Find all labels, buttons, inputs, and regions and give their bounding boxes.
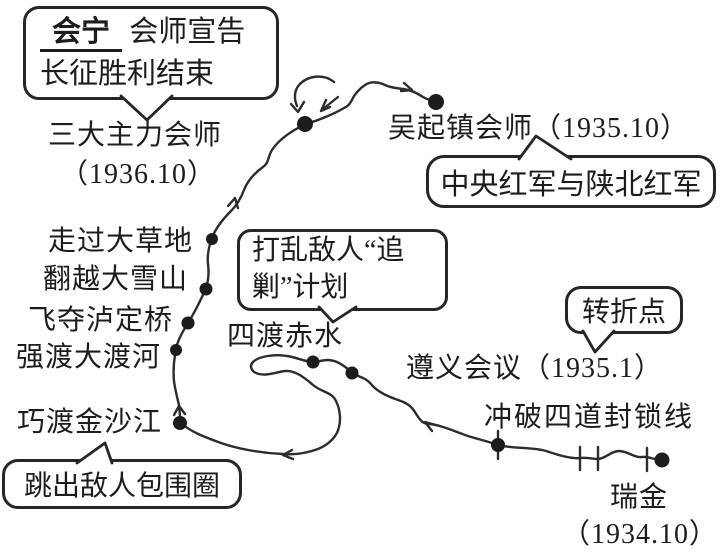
- label-three-main-forces-date: （1936.10）: [60, 159, 217, 190]
- dot-ruijin: [654, 452, 670, 468]
- callout-escape-encirclement: 跳出敌人包围圈: [2, 459, 242, 509]
- label-four-blockade-lines: 冲破四道封锁线: [484, 402, 695, 433]
- route-blockade-to-zunyi: [350, 371, 500, 447]
- route-jinshajiang-to-huining: [172, 122, 307, 426]
- huining-line1-rest: 会师宣告: [129, 15, 246, 48]
- huining-keyword: 会宁: [40, 15, 123, 52]
- dot-jinshajiang: [173, 416, 187, 430]
- arrowhead-north-jinshajiang: [172, 404, 187, 417]
- callout-huining-line1: 会宁 会师宣告: [40, 11, 276, 53]
- arrowhead-into-huining: [289, 100, 306, 114]
- label-chishui-crossings: 四渡赤水: [227, 321, 344, 352]
- arrowhead-westward-sweep: [281, 448, 295, 461]
- dot-chishui-west: [306, 355, 320, 369]
- callout-central-red-army: 中央红军与陕北红军: [426, 155, 716, 208]
- dot-chishui-east: [345, 366, 359, 380]
- converging-army-curved-arrow: [293, 75, 336, 108]
- label-jinsha-river: 巧渡金沙江: [17, 407, 163, 438]
- dot-daxueshan: [199, 282, 213, 296]
- callout-turning-point: 转折点: [565, 286, 683, 334]
- label-zunyi-conference: 遵义会议（1935.1）: [406, 353, 664, 384]
- converging-army-straight-arrow: [321, 95, 340, 111]
- label-ruijin: 瑞金: [610, 482, 669, 513]
- arrowhead-straight-arm: [319, 98, 332, 113]
- callout-disrupt-line1: 打乱敌人“追: [252, 235, 405, 267]
- label-three-main-forces: 三大主力会师: [48, 120, 223, 151]
- callout-turning-text: 转折点: [581, 297, 666, 328]
- label-dadu-river: 强渡大渡河: [16, 342, 162, 373]
- label-luding-bridge: 飞夺泸定桥: [28, 305, 174, 336]
- label-snow-mountains: 翻越大雪山: [43, 264, 189, 295]
- label-grasslands: 走过大草地: [48, 226, 194, 257]
- route-huining-to-wuqizhen: [303, 81, 438, 126]
- dot-blockade: [491, 438, 505, 452]
- dot-caodi: [206, 233, 218, 245]
- arrowhead-north-caodi: [226, 196, 240, 210]
- callout-disrupt-line2: 剿”计划: [252, 272, 349, 303]
- arrowhead-northwest-zunyi: [423, 420, 438, 433]
- callout-escape-text: 跳出敌人包围圈: [23, 471, 220, 502]
- callout-central-text: 中央红军与陕北红军: [440, 168, 702, 201]
- callout-huining-line2: 长征胜利结束: [40, 58, 215, 90]
- label-ruijin-date: （1934.10）: [562, 519, 719, 550]
- callout-disrupt-pursuit-plan: 打乱敌人“追 剿”计划: [237, 229, 448, 311]
- route-chishui-loop-to-jinshajiang: [180, 354, 354, 456]
- label-wuqizhen-meeting: 吴起镇会师（1935.10）: [388, 113, 690, 144]
- dot-daduhe: [170, 344, 182, 356]
- dot-ludingqiao: [181, 316, 195, 330]
- dot-wuqizhen: [428, 94, 444, 110]
- callout-huining-victory: 会宁 会师宣告 长征胜利结束: [23, 6, 279, 100]
- dot-huining: [297, 116, 313, 132]
- arrowhead-to-wuqizhen: [399, 81, 414, 93]
